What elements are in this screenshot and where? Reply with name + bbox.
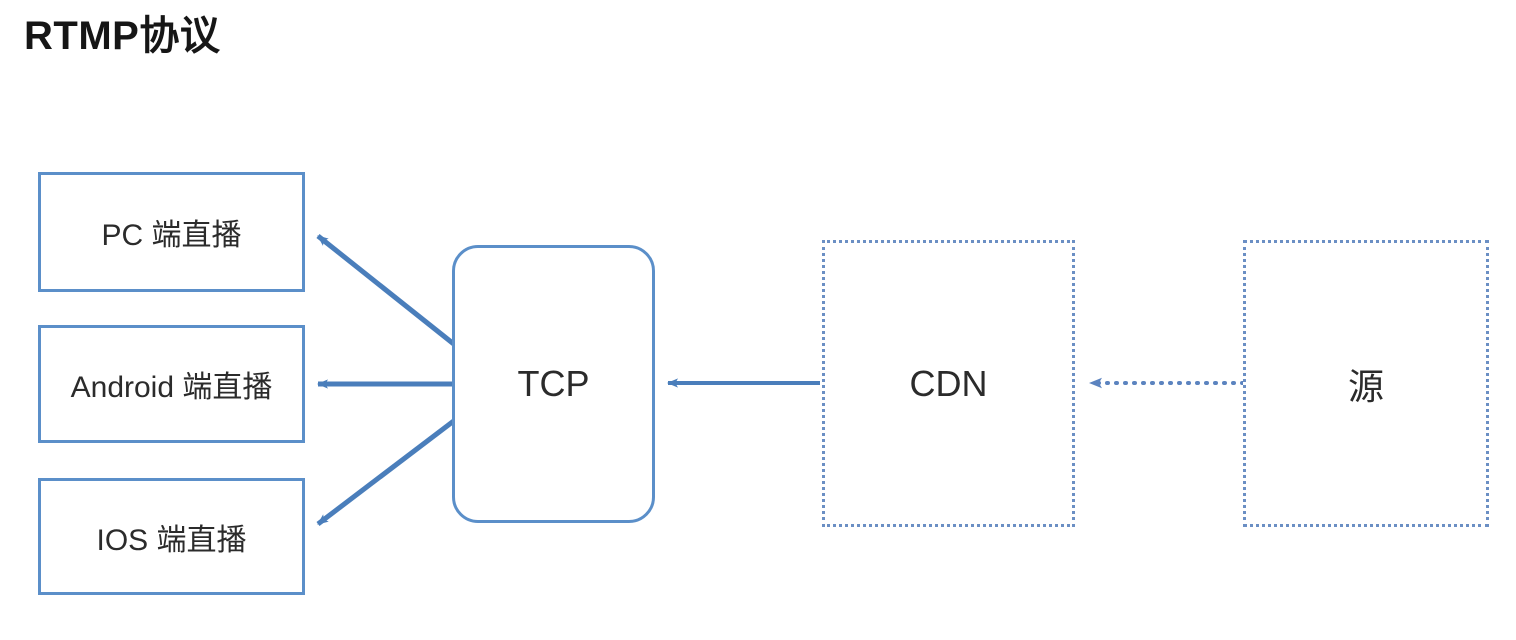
edge-tcp-to-ios	[316, 418, 457, 526]
node-pc-live[interactable]: PC 端直播	[38, 172, 305, 292]
node-ios-live-label: IOS 端直播	[96, 523, 247, 557]
node-cdn[interactable]: CDN	[822, 240, 1075, 527]
page-title: RTMP协议	[24, 14, 221, 58]
node-cdn-label: CDN	[909, 362, 988, 404]
edge-tcp-to-pc	[316, 234, 457, 347]
node-ios-live[interactable]: IOS 端直播	[38, 478, 305, 595]
node-pc-live-label: PC 端直播	[101, 219, 242, 252]
node-origin[interactable]: 源	[1243, 240, 1489, 527]
node-origin-label: 源	[1347, 365, 1384, 407]
node-android-live-label: Android 端直播	[70, 371, 273, 404]
node-tcp[interactable]: TCP	[452, 245, 655, 523]
node-tcp-label: TCP	[517, 363, 590, 404]
node-android-live[interactable]: Android 端直播	[38, 325, 305, 443]
